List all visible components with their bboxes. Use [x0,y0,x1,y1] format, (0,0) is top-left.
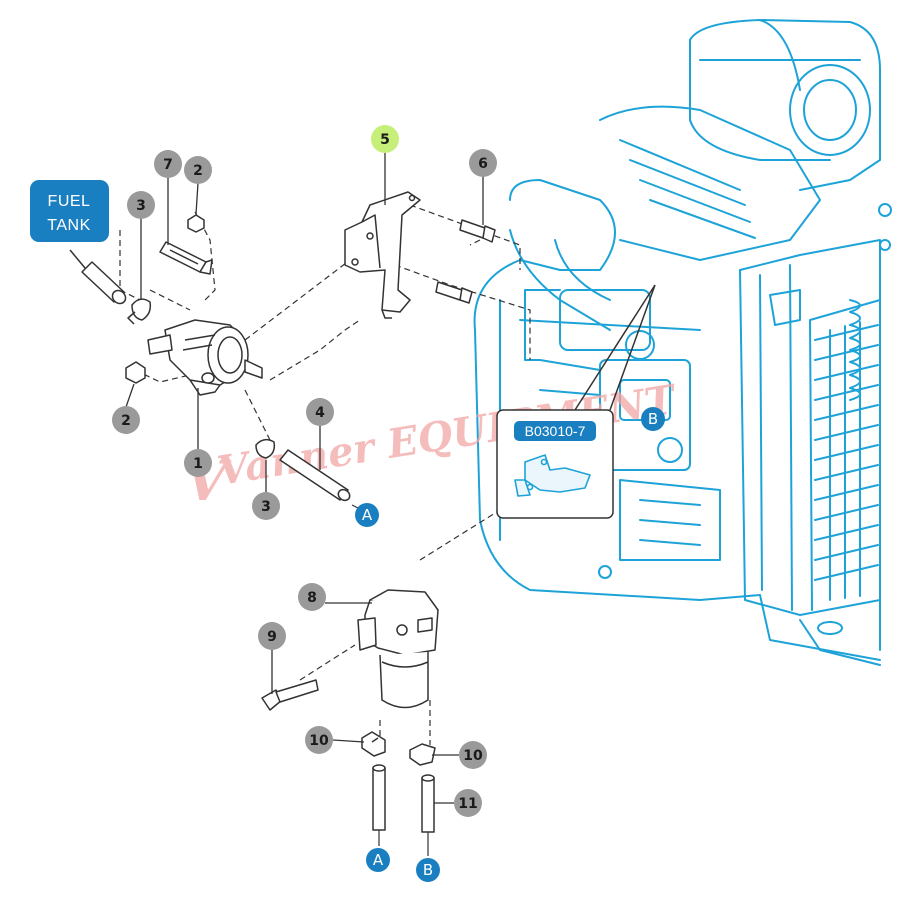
connector-A1: A [351,503,379,527]
callout-11: 11 [434,789,482,817]
fuel-tank-label-line1: FUEL [48,193,91,210]
callout-3b: 3 [252,460,280,520]
detail-reference-label: B03010-7 [525,423,586,439]
callout-bubble [184,156,212,184]
callout-10a: 10 [305,726,365,754]
callout-leader-line [195,182,199,215]
callout-number: 3 [261,499,271,515]
callout-number: 10 [309,733,329,749]
bolt-7 [159,241,213,275]
callout-number: 7 [163,157,173,173]
callout-bubble [252,492,280,520]
callout-bubble [459,741,487,769]
callout-7: 7 [154,150,182,245]
connector-marker [416,858,440,882]
callout-8: 8 [298,583,372,611]
connector-B2: B [416,832,440,882]
callout-number: 5 [380,132,390,148]
connector-layer: A A B B [351,407,665,882]
callout-5: 5 [371,125,399,205]
bolt-9 [261,679,319,711]
connector-marker [366,848,390,872]
fuel-tank-label-line2: TANK [47,217,90,234]
callout-bubble [184,449,212,477]
connector-letter: B [648,410,658,428]
callout-6: 6 [469,149,497,225]
callout-number: 6 [478,156,488,172]
bolt-6-upper [459,219,496,243]
fuel-tank-badge [30,180,109,242]
connector-letter: B [423,861,433,879]
hose-clamp-upper [127,298,152,325]
elbow-fitting-right [409,743,436,766]
connector-marker [641,407,665,431]
callout-number: 1 [193,456,203,472]
callout-layer: 1 2 2 3 3 4 5 6 7 8 9 10 10 11 [112,125,497,817]
callout-number: 11 [458,796,477,812]
callout-number: 9 [267,629,277,645]
callout-bubble [371,125,399,153]
parts [69,191,496,833]
callout-number: 8 [307,590,317,606]
elbow-fitting-left [361,731,386,757]
fuel-filter [357,589,439,709]
callout-bubble [469,149,497,177]
callout-leader-line [332,739,365,743]
mounting-bracket [344,191,421,319]
connector-letter: A [373,851,384,869]
detail-bracket-drawing [514,454,591,497]
fuel-hose-left [372,764,386,831]
callout-bubble [127,191,155,219]
connector-marker [355,503,379,527]
fuel-tank-hose [69,249,127,305]
detail-inset: B03010-7 [496,284,656,519]
callout-number: 4 [315,405,325,421]
callout-leader-line [125,383,135,408]
callout-1: 1 [184,388,212,477]
callout-bubble [258,622,286,650]
callout-2b: 2 [184,156,212,215]
bolt-6-lower [435,281,473,304]
callout-4: 4 [306,398,334,470]
callout-9: 9 [258,622,286,694]
callout-10b: 10 [432,741,487,769]
callout-bubble [298,583,326,611]
nut-lower [125,361,146,384]
callout-number: 10 [463,748,483,764]
callout-number: 3 [136,198,146,214]
nut-upper [187,214,205,233]
callout-number: 2 [193,163,203,179]
detail-reference-badge [514,421,596,441]
callout-bubble [454,789,482,817]
callout-2a: 2 [112,383,140,434]
connector-B1: B [641,407,665,431]
fuel-tank-label: FUEL TANK [30,180,109,242]
connector-letter: A [362,506,373,524]
callout-number: 2 [121,413,131,429]
fuel-hose-right [421,774,435,833]
callout-bubble [306,398,334,426]
callout-3a: 3 [127,191,155,300]
engine-illustration [473,19,892,666]
fuel-hose-4 [279,449,351,502]
callout-bubble [305,726,333,754]
callout-bubble [154,150,182,178]
callout-bubble [112,406,140,434]
fuel-pump [147,319,263,396]
connector-leader-line [351,504,359,509]
connector-A2: A [366,830,390,872]
hose-clamp-lower [255,438,276,459]
